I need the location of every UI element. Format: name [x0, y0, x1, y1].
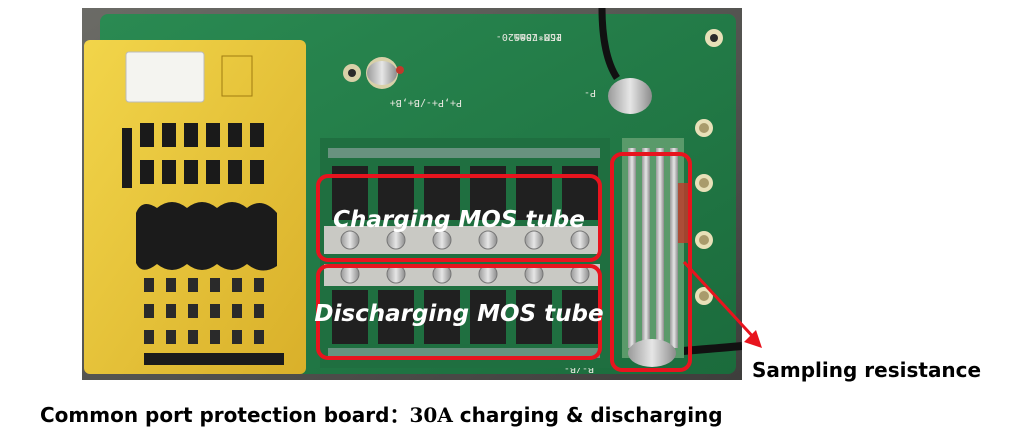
- caption-prefix: Common port protection board：: [40, 403, 410, 427]
- charging-mos-highlight: [316, 174, 602, 262]
- caption-current: 30A: [409, 403, 453, 427]
- balance-board: [84, 40, 306, 374]
- silk-b-minus: B-/B-: [564, 363, 594, 374]
- discharging-mos-highlight: [316, 264, 602, 360]
- mosfet-array: [320, 138, 610, 368]
- charging-mos-label: Charging MOS tube: [333, 207, 585, 233]
- figure-caption: Common port protection board：30A chargin…: [40, 399, 723, 428]
- silk-size: 150*75mm: [514, 31, 562, 42]
- discharging-mos-label: Discharging MOS tube: [314, 301, 603, 327]
- bms-board-photo: PCM-L08S20- 150*75mm P+,P+-/B+,B+ P- B-/…: [82, 8, 742, 380]
- silk-ports: P+,P+-/B+,B+: [390, 97, 462, 108]
- sampling-resistance-label: Sampling resistance: [752, 358, 982, 382]
- silk-p-minus: P-: [584, 87, 596, 98]
- sampling-resistor: [622, 138, 688, 367]
- silk-part-number: PCM-L08S20-: [496, 31, 562, 42]
- caption-suffix: charging & discharging: [452, 403, 723, 427]
